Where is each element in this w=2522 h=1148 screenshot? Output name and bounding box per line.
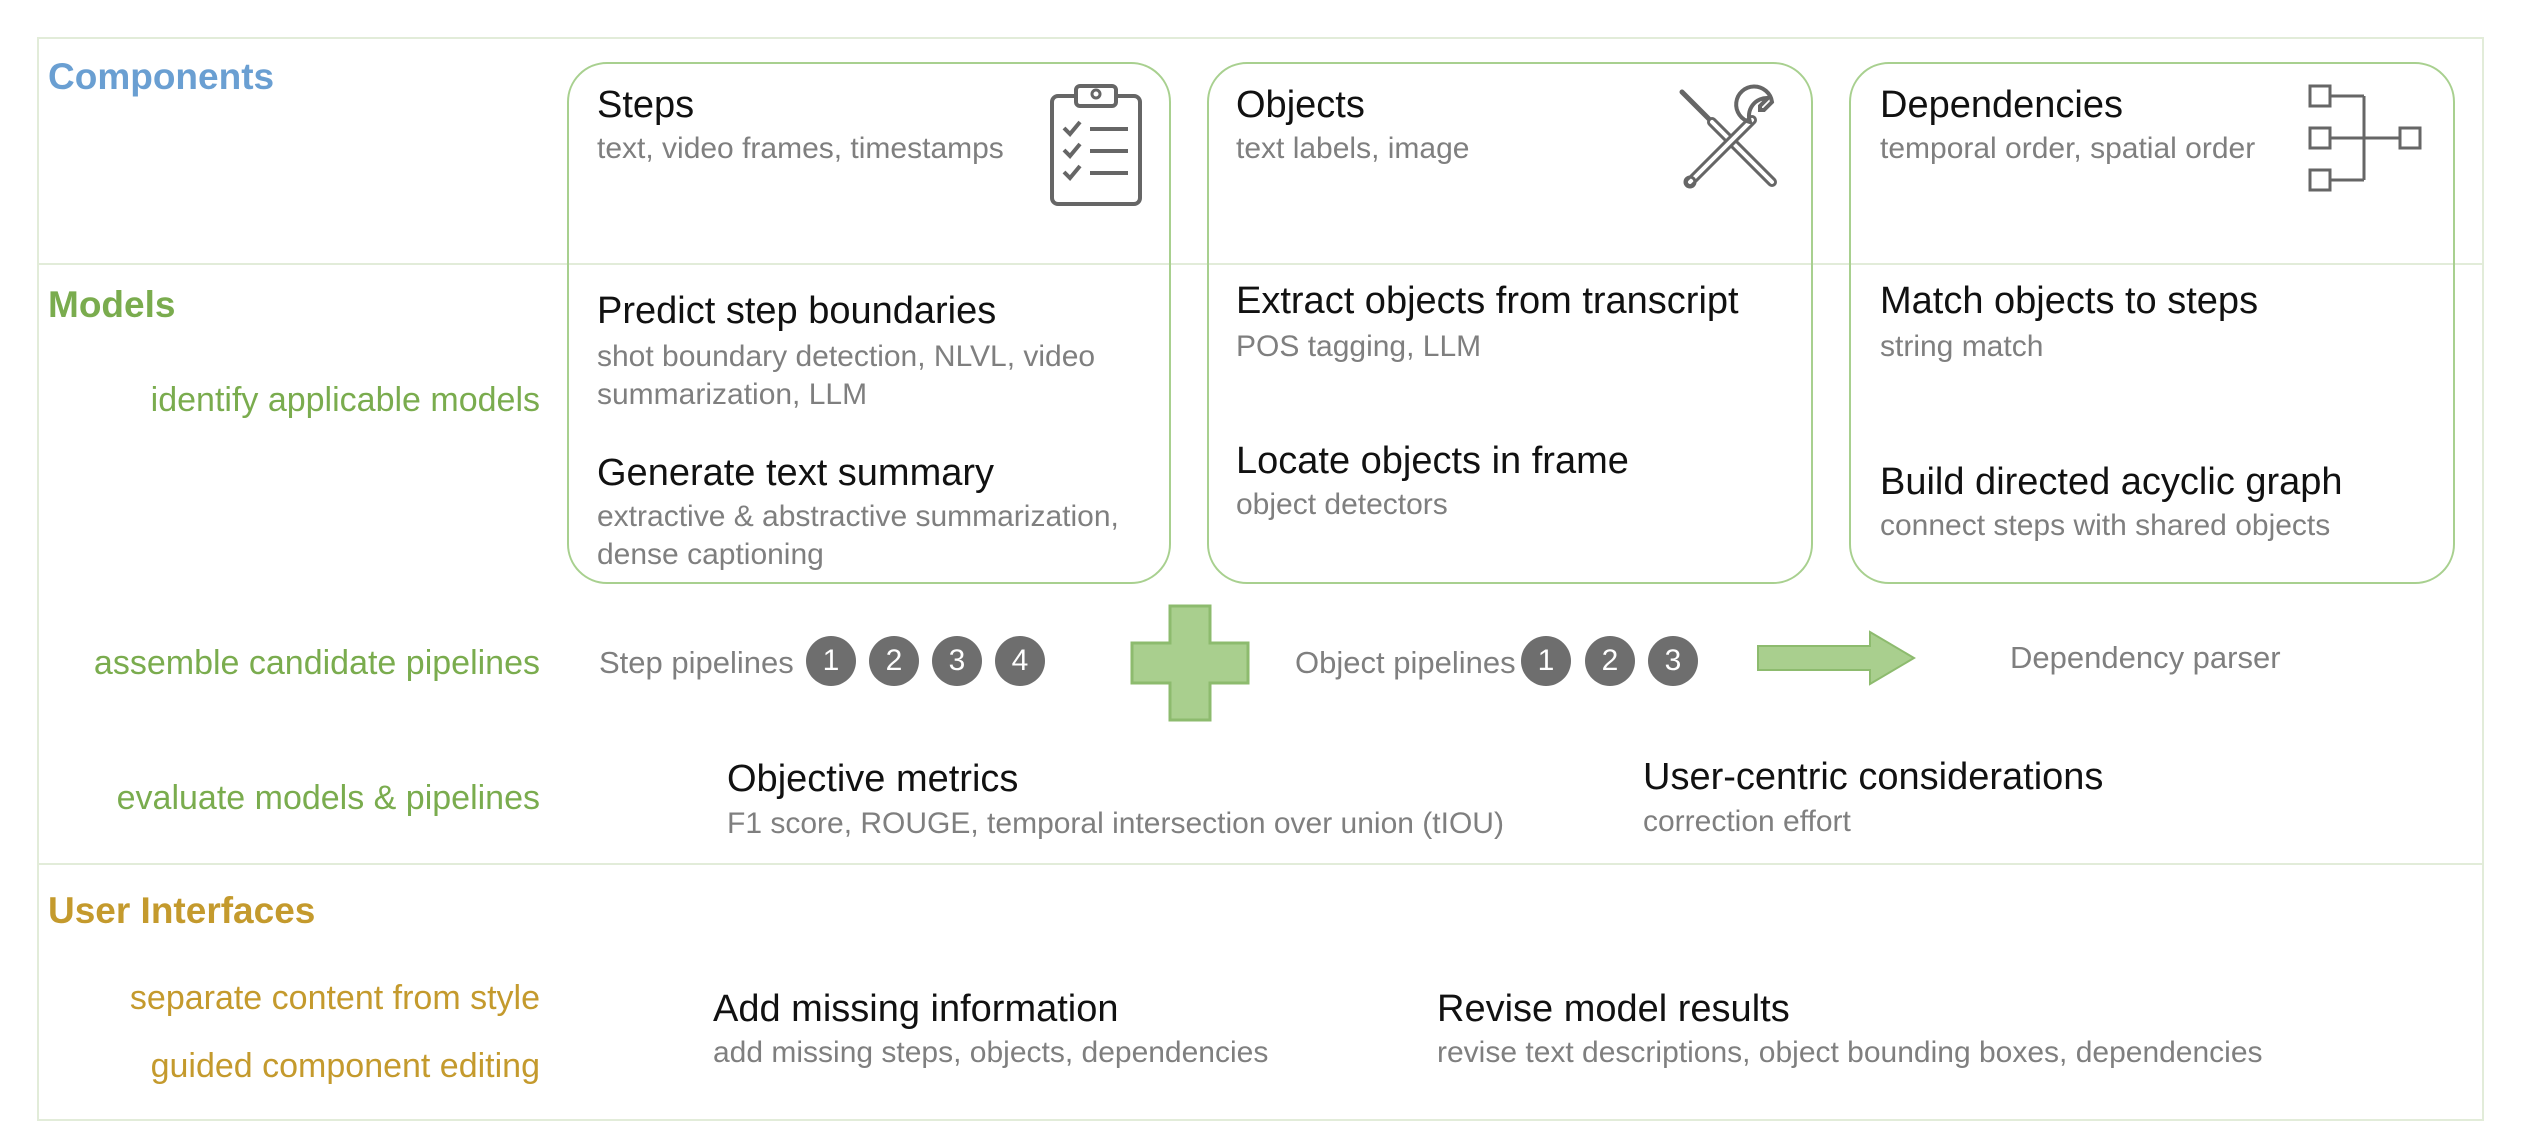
dependencies-model1-desc: string match xyxy=(1880,330,2044,363)
guided-editing-label: guided component editing xyxy=(150,1047,540,1085)
objects-card xyxy=(1207,62,1813,584)
object-pipelines-label: Object pipelines xyxy=(1295,645,1516,680)
step-pipeline-4-badge: 4 xyxy=(995,636,1045,686)
dependencies-subtitle: temporal order, spatial order xyxy=(1880,132,2256,165)
models-title: Models xyxy=(48,284,176,325)
right-arrow-icon xyxy=(1757,630,1916,686)
revise-results-title: Revise model results xyxy=(1437,988,1790,1030)
step-pipelines-label: Step pipelines xyxy=(599,645,794,680)
dependencies-model2-desc: connect steps with shared objects xyxy=(1880,509,2331,542)
dependencies-title: Dependencies xyxy=(1880,84,2123,126)
user-interfaces-title: User Interfaces xyxy=(48,890,316,931)
steps-subtitle: text, video frames, timestamps xyxy=(597,132,1004,165)
add-missing-title: Add missing information xyxy=(713,988,1119,1030)
clipboard-checklist-icon xyxy=(1050,84,1142,206)
separate-content-label: separate content from style xyxy=(129,979,540,1017)
objects-model2-title: Locate objects in frame xyxy=(1236,440,1629,482)
object-pipeline-3-badge: 3 xyxy=(1648,636,1698,686)
user-centric-title: User-centric considerations xyxy=(1643,756,2104,798)
steps-model2-title: Generate text summary xyxy=(597,452,995,494)
dependencies-model1-title: Match objects to steps xyxy=(1880,280,2259,322)
steps-card xyxy=(567,62,1171,584)
dependencies-card xyxy=(1849,62,2455,584)
steps-model2-desc: extractive & abstractive summarization, … xyxy=(597,500,1119,571)
objects-title: Objects xyxy=(1236,84,1365,126)
dependency-parser-label: Dependency parser xyxy=(2010,640,2281,675)
objects-model1-desc: POS tagging, LLM xyxy=(1236,330,1482,363)
identify-models-label: identify applicable models xyxy=(150,381,540,419)
revise-results-desc: revise text descriptions, object boundin… xyxy=(1437,1036,2263,1069)
object-pipeline-1-badge: 1 xyxy=(1521,636,1571,686)
steps-title: Steps xyxy=(597,84,695,126)
user-centric-desc: correction effort xyxy=(1643,805,1851,838)
dependencies-model2-title: Build directed acyclic graph xyxy=(1880,461,2343,503)
assemble-pipelines-label: assemble candidate pipelines xyxy=(93,644,540,682)
user-interfaces-band xyxy=(37,863,2484,1121)
step-pipeline-2-badge: 2 xyxy=(869,636,919,686)
objective-metrics-desc: F1 score, ROUGE, temporal intersection o… xyxy=(727,807,1504,840)
steps-model1-title: Predict step boundaries xyxy=(597,290,997,332)
components-title: Components xyxy=(48,56,275,97)
object-pipeline-2-badge: 2 xyxy=(1585,636,1635,686)
step-pipeline-3-badge: 3 xyxy=(932,636,982,686)
plus-icon xyxy=(1130,604,1250,722)
hierarchy-diagram-icon xyxy=(2308,84,2422,192)
objects-model1-title: Extract objects from transcript xyxy=(1236,280,1739,322)
objects-model2-desc: object detectors xyxy=(1236,488,1448,521)
step-pipeline-1-badge: 1 xyxy=(806,636,856,686)
objects-subtitle: text labels, image xyxy=(1236,132,1470,165)
tools-icon xyxy=(1679,84,1777,189)
add-missing-desc: add missing steps, objects, dependencies xyxy=(713,1036,1269,1069)
steps-model1-desc: shot boundary detection, NLVL, video sum… xyxy=(597,340,1096,411)
evaluate-models-label: evaluate models & pipelines xyxy=(116,779,540,817)
objective-metrics-title: Objective metrics xyxy=(727,758,1019,800)
